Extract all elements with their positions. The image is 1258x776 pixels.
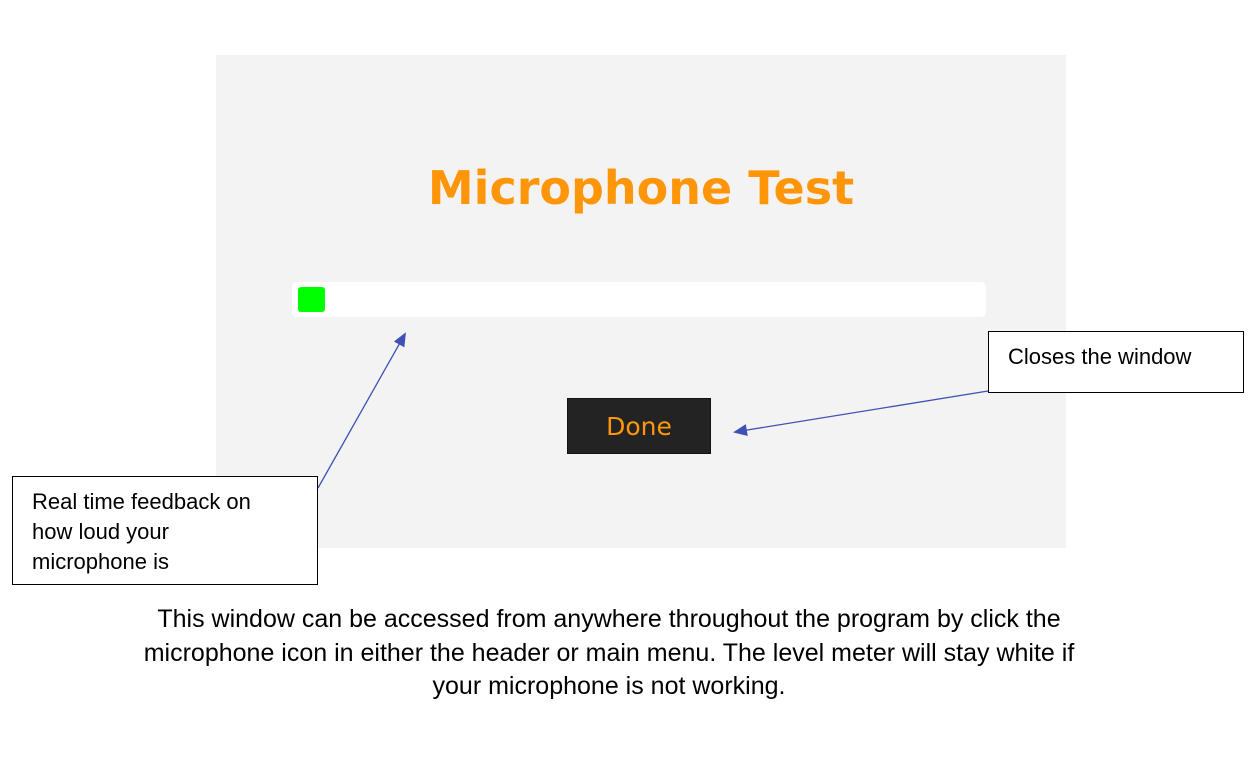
- level-meter: [292, 282, 986, 317]
- caption-line: microphone icon in either the header or …: [143, 638, 1075, 667]
- callout-close-text: Closes the window: [1008, 344, 1192, 369]
- callout-meter-line: Real time feedback on: [32, 489, 251, 514]
- level-meter-fill: [298, 287, 325, 312]
- dialog-title-container: Microphone Test: [216, 160, 1066, 216]
- callout-closes-window: Closes the window: [988, 331, 1244, 393]
- callout-meter-line: how loud your: [32, 519, 169, 544]
- caption-line: your microphone is not working.: [432, 672, 786, 700]
- done-button[interactable]: Done: [567, 398, 711, 454]
- callout-meter-line: microphone is: [32, 549, 169, 574]
- dialog-title: Microphone Test: [427, 161, 855, 215]
- caption-line: This window can be accessed from anywher…: [157, 605, 1061, 633]
- callout-meter-feedback: Real time feedback on how loud your micr…: [12, 476, 318, 585]
- caption: This window can be accessed from anywher…: [60, 603, 1158, 704]
